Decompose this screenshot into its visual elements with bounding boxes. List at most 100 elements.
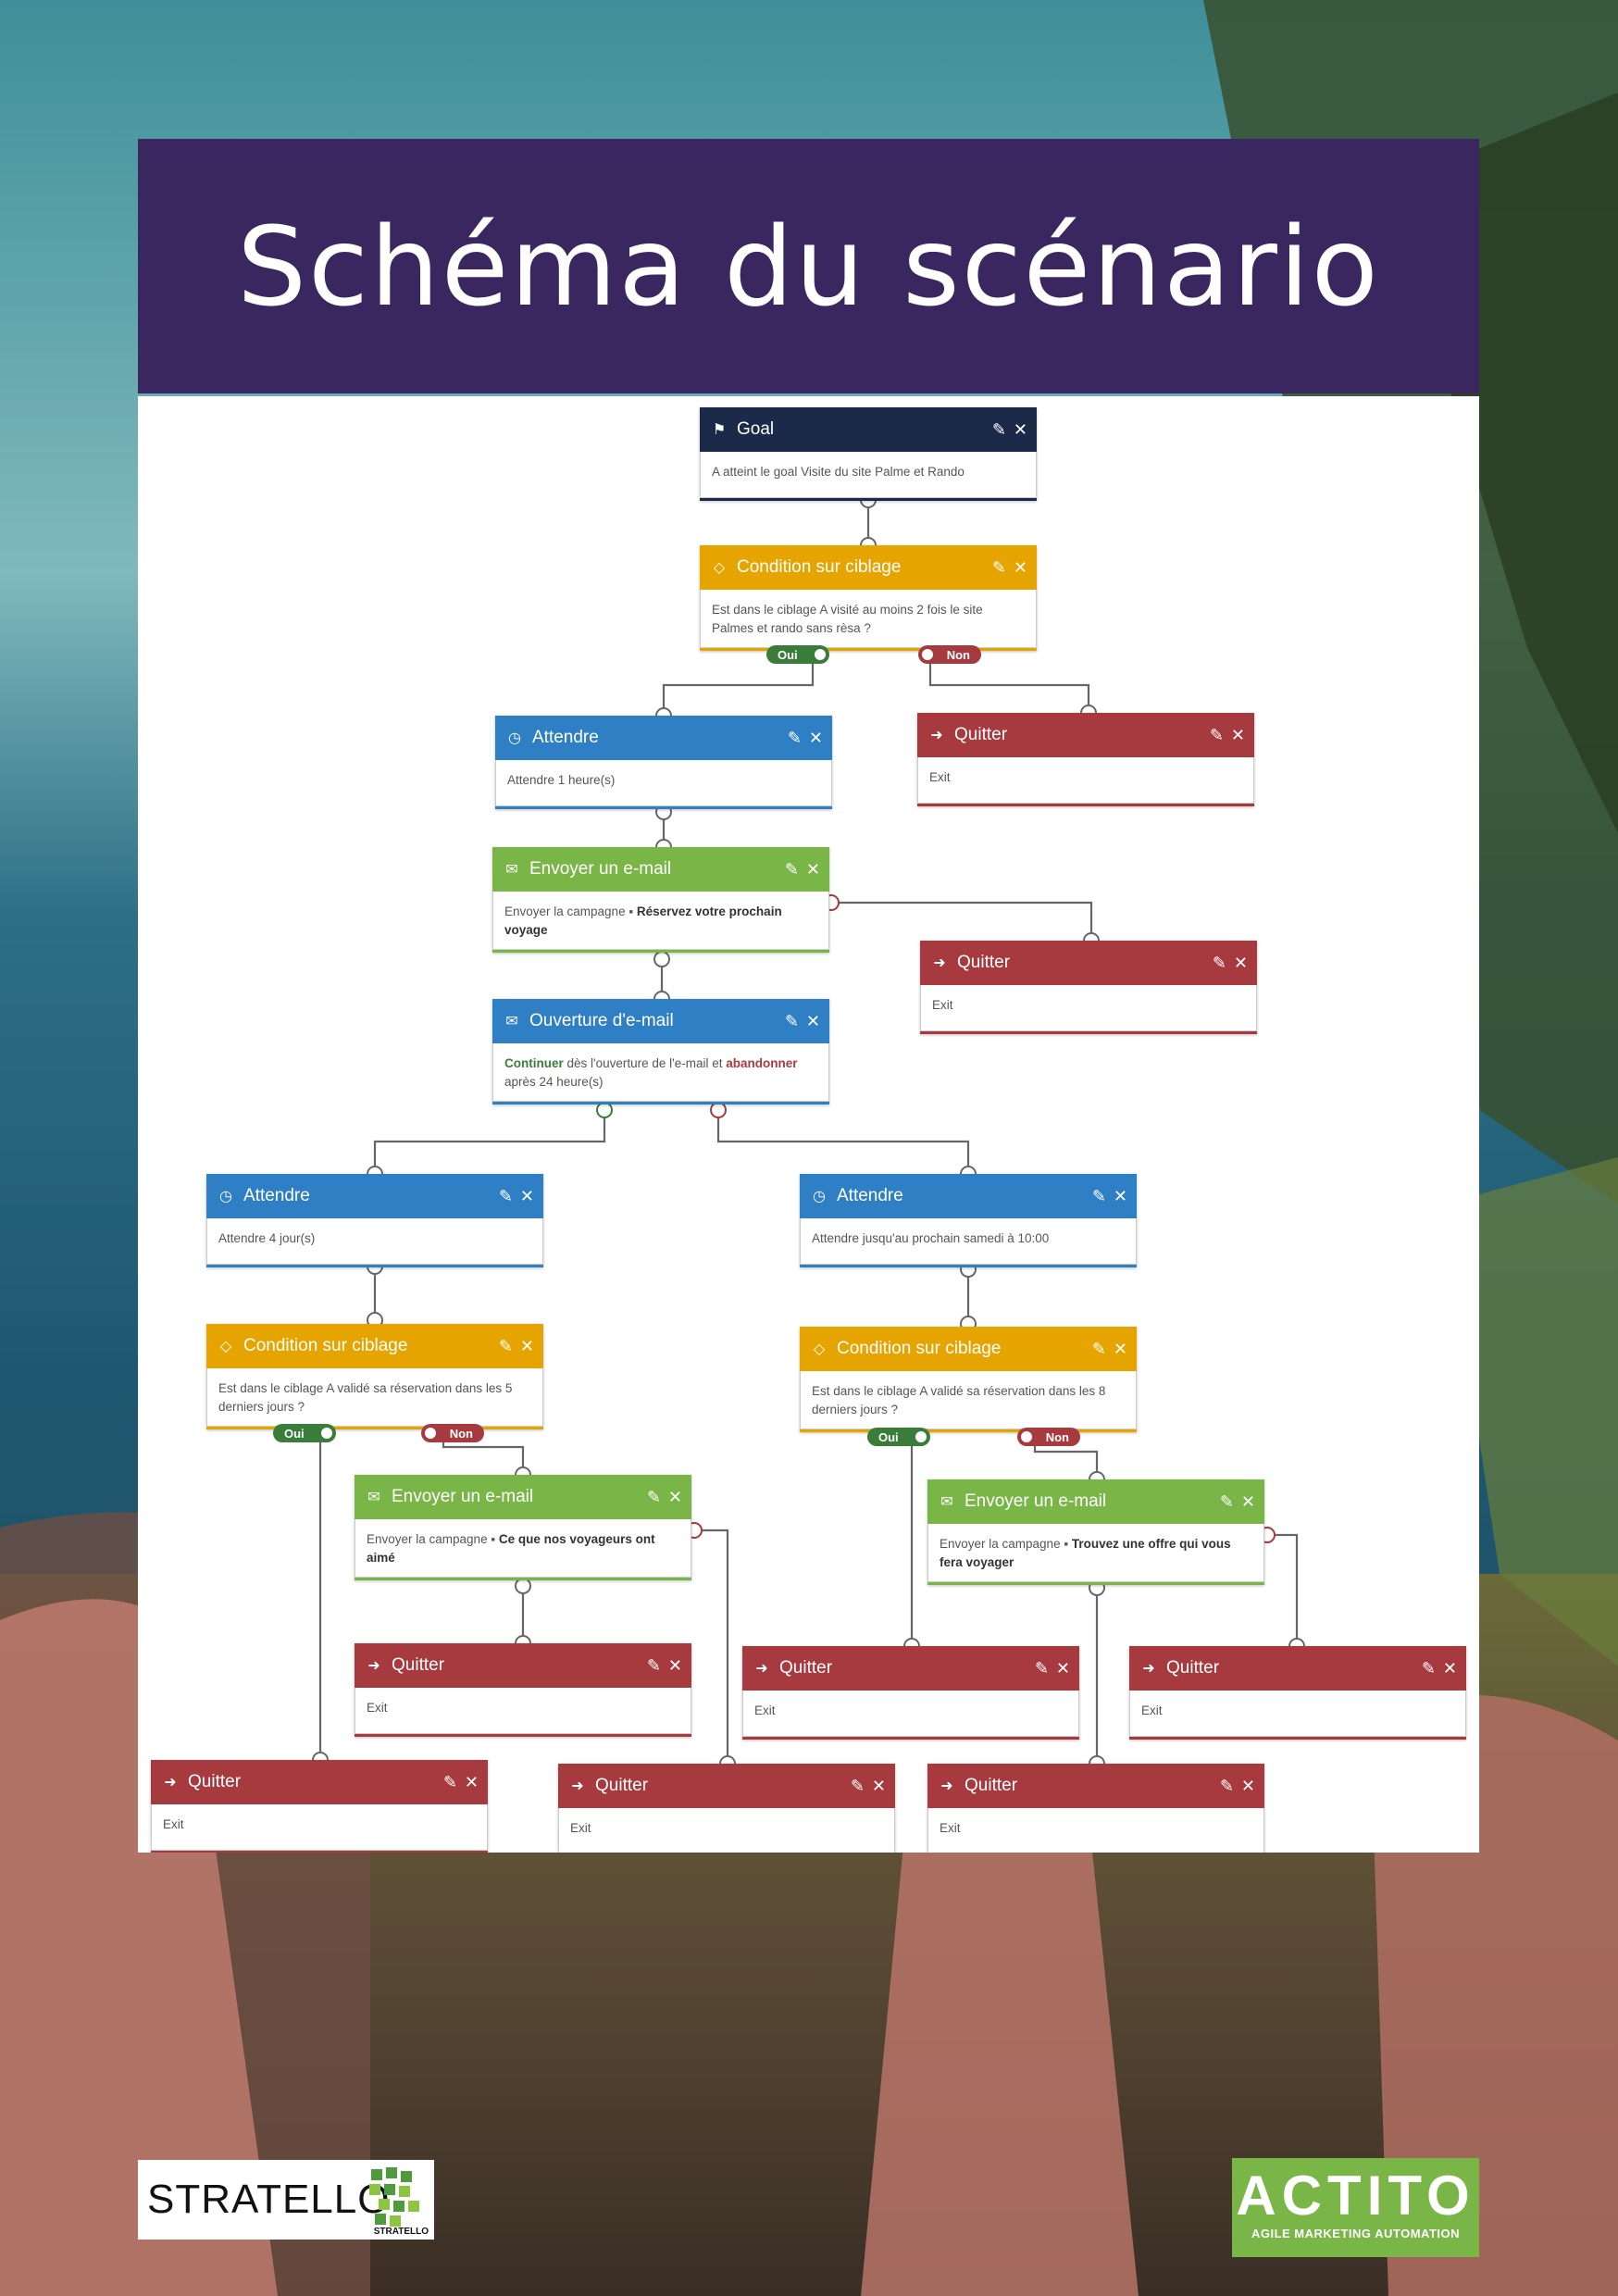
close-icon[interactable]: ✕ xyxy=(519,1186,534,1205)
node-text: Exit xyxy=(742,1691,1079,1737)
close-icon[interactable]: ✕ xyxy=(1442,1658,1457,1678)
node-quit-2[interactable]: ➜ Quitter ✎ ✕ Exit xyxy=(920,941,1257,1034)
branch-non-2[interactable]: Non xyxy=(421,1424,484,1442)
node-title: Quitter xyxy=(965,1776,1018,1795)
node-text: Envoyer la campagne ▪ Ce que nos voyageu… xyxy=(355,1519,691,1578)
edit-icon[interactable]: ✎ xyxy=(646,1487,661,1506)
edit-icon[interactable]: ✎ xyxy=(1421,1658,1436,1678)
edit-icon[interactable]: ✎ xyxy=(1209,725,1224,744)
campaign-name: Trouvez une offre qui vous fera voyager xyxy=(940,1537,1231,1569)
close-icon[interactable]: ✕ xyxy=(1113,1339,1127,1358)
node-wait-3[interactable]: ◷ Attendre ✎ ✕ Attendre jusqu'au prochain s… xyxy=(800,1174,1137,1267)
node-text: Exit xyxy=(558,1808,895,1853)
node-quit-4[interactable]: ➜Quitter✎✕ Exit xyxy=(355,1643,691,1737)
wire-mail2-quit5 xyxy=(694,1529,729,1764)
node-mail-2[interactable]: ✉ Envoyer un e-mail ✎ ✕ Envoyer la campagne… xyxy=(355,1475,691,1580)
edit-icon[interactable]: ✎ xyxy=(991,557,1006,577)
node-title: Envoyer un e-mail xyxy=(392,1487,534,1506)
node-text: Attendre jusqu'au prochain samedi à 10:0… xyxy=(800,1218,1137,1265)
edit-icon[interactable]: ✎ xyxy=(991,419,1006,439)
diamond-icon: ◇ xyxy=(713,560,726,576)
close-icon[interactable]: ✕ xyxy=(808,728,823,747)
branch-non-3[interactable]: Non xyxy=(1017,1428,1080,1446)
node-title: Condition sur ciblage xyxy=(737,557,902,577)
edit-icon[interactable]: ✎ xyxy=(498,1336,513,1355)
node-wait-2[interactable]: ◷Attendre✎✕ Attendre 4 jour(s) xyxy=(206,1174,543,1267)
edit-icon[interactable]: ✎ xyxy=(850,1776,865,1795)
node-title: Quitter xyxy=(954,725,1008,744)
node-mail-1[interactable]: ✉Envoyer un e-mail✎✕ Envoyer la campagne… xyxy=(492,847,829,953)
branch-non-1[interactable]: Non xyxy=(918,645,981,664)
node-condition-3[interactable]: ◇Condition sur ciblage✎✕ Est dans le cib… xyxy=(800,1327,1137,1432)
edit-icon[interactable]: ✎ xyxy=(787,728,802,747)
close-icon[interactable]: ✕ xyxy=(667,1655,682,1675)
close-icon[interactable]: ✕ xyxy=(667,1487,682,1506)
node-title: Attendre xyxy=(837,1186,903,1205)
node-text: Exit xyxy=(927,1808,1264,1853)
node-title: Quitter xyxy=(957,953,1011,972)
clock-icon: ◷ xyxy=(219,1189,232,1204)
close-icon[interactable]: ✕ xyxy=(1113,1186,1127,1205)
envelope-icon: ✉ xyxy=(505,862,518,878)
close-icon[interactable]: ✕ xyxy=(464,1772,479,1791)
node-condition-1[interactable]: ◇Condition sur ciblage✎✕ Est dans le cib… xyxy=(700,545,1037,651)
exit-icon: ➜ xyxy=(933,955,946,971)
edit-icon[interactable]: ✎ xyxy=(1091,1186,1106,1205)
node-mail-3[interactable]: ✉Envoyer un e-mail✎✕ Envoyer la campagne… xyxy=(927,1479,1264,1585)
edit-icon[interactable]: ✎ xyxy=(1212,953,1226,972)
close-icon[interactable]: ✕ xyxy=(1230,725,1245,744)
exit-icon: ➜ xyxy=(755,1661,768,1677)
close-icon[interactable]: ✕ xyxy=(1055,1658,1070,1678)
node-quit-5[interactable]: ➜Quitter✎✕ Exit xyxy=(558,1764,895,1853)
clock-icon: ◷ xyxy=(813,1189,826,1204)
edit-icon[interactable]: ✎ xyxy=(442,1772,457,1791)
edit-icon[interactable]: ✎ xyxy=(784,859,799,879)
edit-icon[interactable]: ✎ xyxy=(784,1011,799,1030)
wire-cond1-quit1 xyxy=(928,655,1090,713)
close-icon[interactable]: ✕ xyxy=(871,1776,886,1795)
node-quit-3[interactable]: ➜Quitter✎✕ Exit xyxy=(151,1760,488,1853)
close-icon[interactable]: ✕ xyxy=(1013,419,1027,439)
edit-icon[interactable]: ✎ xyxy=(1219,1776,1234,1795)
node-text: Envoyer la campagne ▪ Réservez votre pro… xyxy=(492,892,829,950)
branch-oui-3[interactable]: Oui xyxy=(867,1428,930,1446)
node-quit-7[interactable]: ➜Quitter✎✕ Exit xyxy=(927,1764,1264,1853)
node-quit-1[interactable]: ➜Quitter✎✕ Exit xyxy=(917,713,1254,806)
close-icon[interactable]: ✕ xyxy=(805,1011,820,1030)
edit-icon[interactable]: ✎ xyxy=(646,1655,661,1675)
wire-mail3-quit8 xyxy=(1267,1533,1299,1646)
port-open1-yes xyxy=(596,1102,613,1118)
edit-icon[interactable]: ✎ xyxy=(498,1186,513,1205)
port-open1-no xyxy=(710,1102,727,1118)
node-text: Attendre 4 jour(s) xyxy=(206,1218,543,1265)
branch-oui-2[interactable]: Oui xyxy=(273,1424,336,1442)
edit-icon[interactable]: ✎ xyxy=(1034,1658,1049,1678)
envelope-icon: ✉ xyxy=(940,1494,953,1510)
node-title: Condition sur ciblage xyxy=(837,1339,1002,1358)
close-icon[interactable]: ✕ xyxy=(1233,953,1248,972)
branch-oui-1[interactable]: Oui xyxy=(766,645,829,664)
open-envelope-icon: ✉ xyxy=(505,1014,518,1029)
node-quit-8[interactable]: ➜Quitter✎✕ Exit xyxy=(1129,1646,1466,1740)
close-icon[interactable]: ✕ xyxy=(1013,557,1027,577)
node-condition-2[interactable]: ◇Condition sur ciblage✎✕ Est dans le cib… xyxy=(206,1324,543,1429)
node-title: Quitter xyxy=(595,1776,649,1795)
close-icon[interactable]: ✕ xyxy=(1240,1776,1255,1795)
edit-icon[interactable]: ✎ xyxy=(1219,1491,1234,1511)
node-text: Exit xyxy=(151,1804,488,1851)
node-title: Quitter xyxy=(1166,1658,1220,1678)
diamond-icon: ◇ xyxy=(219,1339,232,1354)
stratello-small-text: STRATELLO xyxy=(373,2227,429,2237)
close-icon[interactable]: ✕ xyxy=(805,859,820,879)
node-text: Exit xyxy=(920,985,1257,1031)
node-open-1[interactable]: ✉Ouverture d'e-mail✎✕ Continuer dès l'ou… xyxy=(492,999,829,1104)
node-wait-1[interactable]: ◷Attendre✎✕ Attendre 1 heure(s) xyxy=(495,716,832,809)
close-icon[interactable]: ✕ xyxy=(519,1336,534,1355)
stratello-wordmark: STRATELLO xyxy=(147,2177,391,2222)
close-icon[interactable]: ✕ xyxy=(1240,1491,1255,1511)
envelope-icon: ✉ xyxy=(367,1490,380,1505)
edit-icon[interactable]: ✎ xyxy=(1091,1339,1106,1358)
node-text: Envoyer la campagne ▪ Trouvez une offre … xyxy=(927,1524,1264,1582)
node-goal[interactable]: ⚑Goal✎✕ A atteint le goal Visite du site… xyxy=(700,407,1037,501)
node-quit-6[interactable]: ➜Quitter✎✕ Exit xyxy=(742,1646,1079,1740)
